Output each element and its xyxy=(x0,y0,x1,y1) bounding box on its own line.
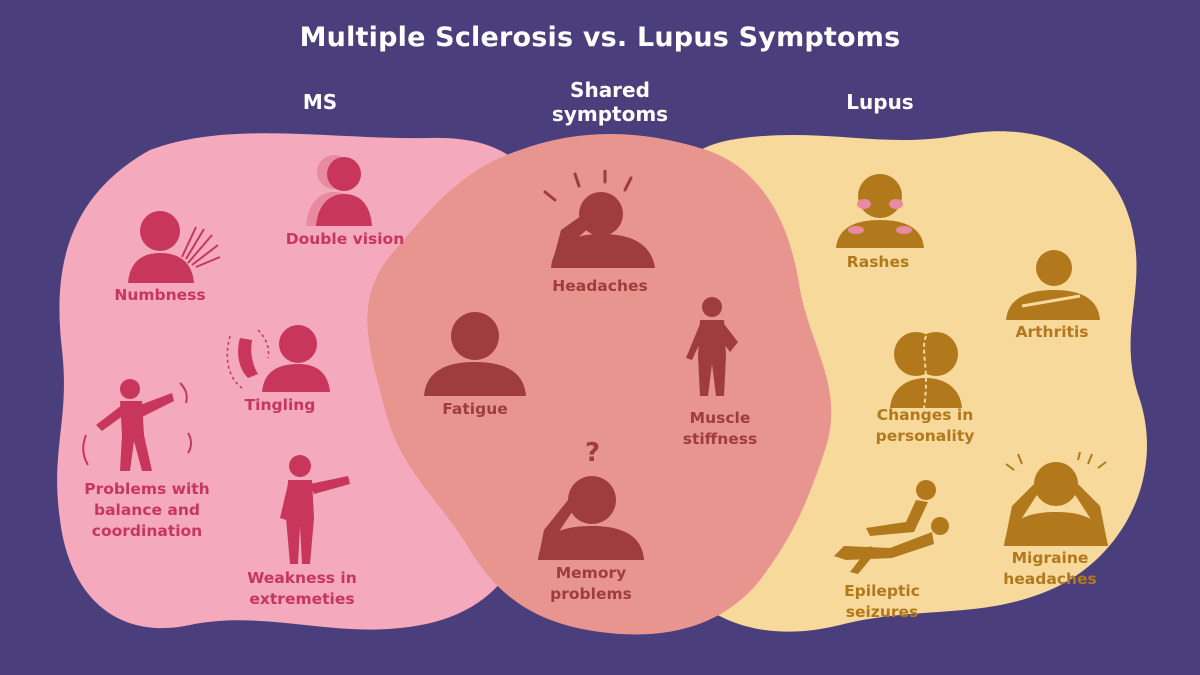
memory-label: Memory problems xyxy=(550,564,632,603)
shared-region xyxy=(367,134,832,635)
numbness-label: Numbness xyxy=(114,286,206,304)
rash-icon xyxy=(836,174,924,248)
weakness-icon xyxy=(280,455,350,564)
muscle-stiffness-label: Muscle stiffness xyxy=(682,409,758,448)
headache-label: Headaches xyxy=(552,277,648,295)
tingling-label: Tingling xyxy=(244,396,316,414)
arthritis-label: Arthritis xyxy=(1015,323,1089,341)
weakness-label: Weakness in extremeties xyxy=(247,569,357,608)
balance-label: Problems with balance and coordination xyxy=(84,480,210,540)
personality-label: Changes in personality xyxy=(875,406,975,445)
memory-icon xyxy=(538,476,644,560)
lupus-heading: Lupus xyxy=(846,90,914,114)
fatigue-icon xyxy=(424,312,526,396)
balance-icon xyxy=(82,379,192,471)
question-mark: ? xyxy=(585,438,601,468)
rash-label: Rashes xyxy=(846,253,910,271)
double-vision-label: Double vision xyxy=(285,230,405,248)
seizure-label: Epileptic seizures xyxy=(844,582,920,621)
personality-icon xyxy=(890,332,962,409)
migraine-icon xyxy=(1004,451,1108,546)
fatigue-label: Fatigue xyxy=(442,400,508,418)
double-vision-icon xyxy=(306,155,372,226)
muscle-stiffness-icon xyxy=(686,297,738,396)
arthritis-icon xyxy=(1006,250,1100,320)
diagram-title: Multiple Sclerosis vs. Lupus Symptoms xyxy=(299,22,901,53)
shared-heading: Shared symptoms xyxy=(551,78,669,126)
numbness-icon xyxy=(128,211,221,283)
tingling-icon xyxy=(226,325,330,392)
ms-heading: MS xyxy=(302,90,338,114)
headache-icon xyxy=(543,170,655,268)
migraine-label: Migraine headaches xyxy=(1003,549,1097,588)
seizure-icon xyxy=(834,480,949,574)
